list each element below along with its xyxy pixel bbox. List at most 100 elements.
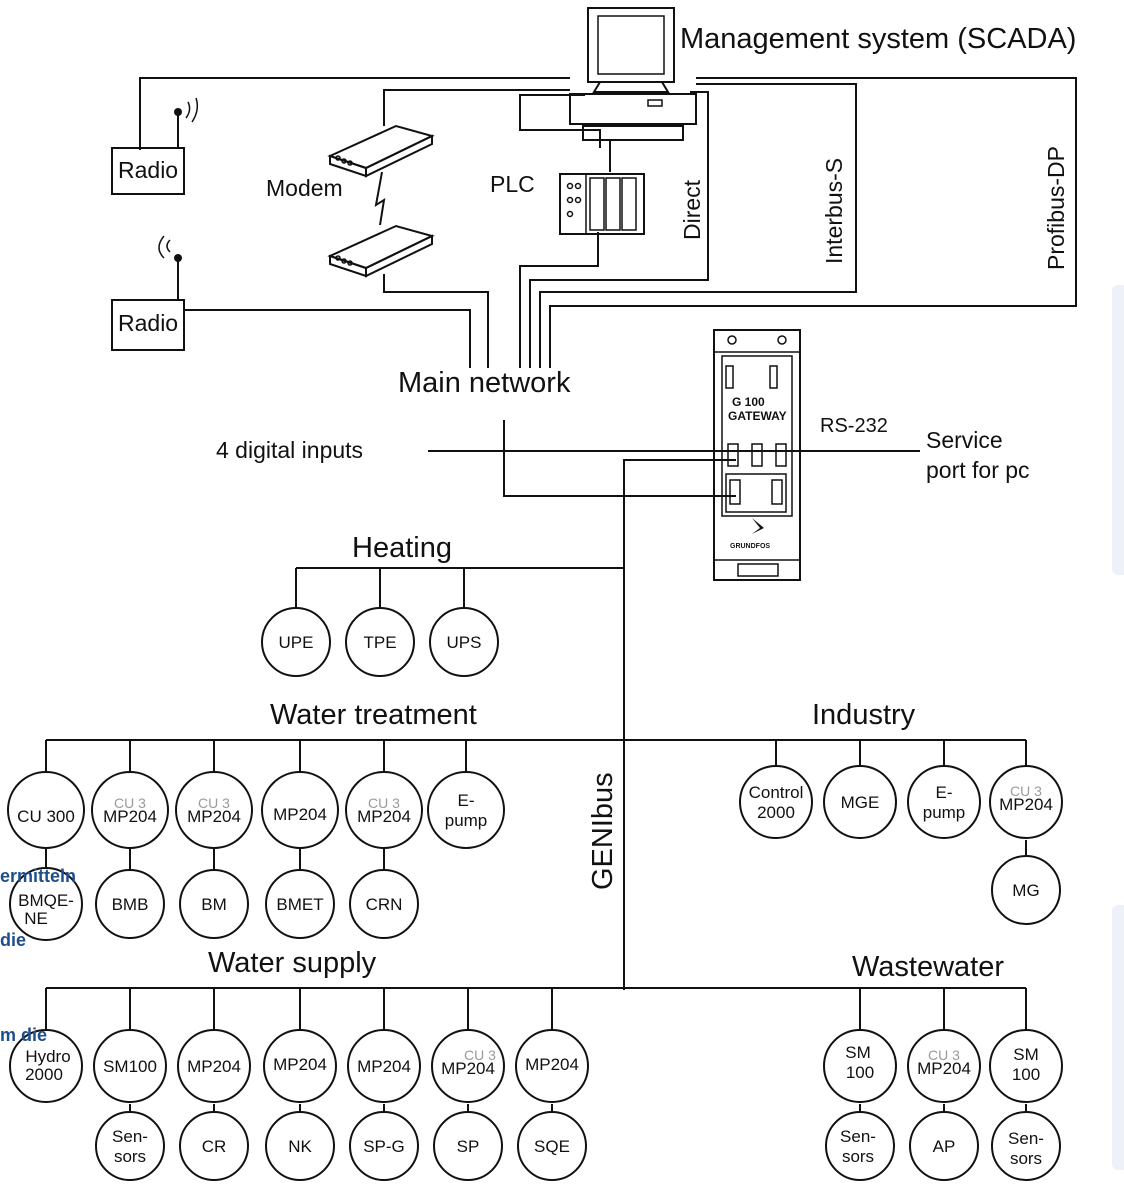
node-ww-sensors1-label2: sors [842,1147,874,1166]
node-wt-mp204-1 [91,771,169,849]
node-wt-mp204-2-label: MP204 [187,807,241,826]
node-bm-label: BM [201,895,227,914]
node-ww-sensors-2 [991,1111,1061,1181]
node-ww-sensors2-label2: sors [1010,1149,1042,1168]
direct-label: Direct [679,179,705,240]
node-ind-mp204 [989,765,1063,839]
node-ups-label: UPS [447,633,482,652]
ghost-label: CU 3 [928,1047,960,1063]
node-ws-mp204-4-label: MP204 [441,1059,495,1078]
node-sm100 [93,1029,167,1103]
node-cr [179,1111,249,1181]
node-sqe-label: SQE [534,1137,570,1156]
node-ww-sm1-label2: 100 [846,1063,874,1082]
node-ws-mp204-2 [263,1029,337,1103]
node-wt-mp204-3 [261,771,339,849]
modem-bottom-icon [327,224,435,278]
ghost-label: CU 3 [464,1047,496,1063]
node-sqe [517,1111,587,1181]
overlay-fragment-3: m die [0,1025,48,1045]
node-upe [261,607,331,677]
overlay-fragment-1: ermitteln [0,866,77,886]
node-ww-sm1-label1: SM [845,1043,871,1062]
node-hydro-label2: 2000 [25,1065,63,1084]
node-nk-label: NK [288,1137,312,1156]
node-bmb-label: BMB [112,895,149,914]
radio-wave-icon [185,97,199,123]
node-ind-epump-label2: pump [923,803,966,822]
service-port-line1: Service [926,427,1003,453]
node-cu300-label: CU 300 [17,807,75,826]
group-water-supply: Water supply [208,947,377,979]
ghost-label: CU 3 [114,795,146,811]
node-bmqe-label2: NE [24,909,48,928]
group-wastewater: Wastewater [852,951,1004,983]
modem-label: Modem [266,175,343,201]
node-sp [433,1111,503,1181]
digital-inputs-label: 4 digital inputs [216,437,363,463]
node-ww-sensors2-label1: Sen- [1008,1129,1044,1148]
plc-label: PLC [490,171,535,197]
node-ww-mp204 [907,1029,981,1103]
node-sp-g [349,1111,419,1181]
node-ws-mp204-1 [177,1029,251,1103]
gateway-brand: GRUNDFOS [730,543,770,550]
node-ww-sm100-2 [989,1029,1063,1103]
group-water-treatment: Water treatment [270,699,477,731]
node-bm [179,869,249,939]
rs232-label: RS-232 [820,415,888,437]
node-bmqe-ne [9,867,83,941]
node-ind-epump [907,765,981,839]
node-nk [265,1111,335,1181]
node-wt-mp204-4-label: MP204 [357,807,411,826]
node-ws-mp204-2-label: MP204 [273,1055,327,1074]
bus-trees [45,567,1027,1112]
node-tpe-label: TPE [363,633,396,652]
radio-bottom [111,235,185,351]
ghost-label: CU 3 [198,795,230,811]
node-mg-label: MG [1012,881,1039,900]
node-ws-mp204-4 [431,1029,505,1103]
node-control-2000 [739,765,813,839]
node-ws-mp204-5 [515,1029,589,1103]
node-ws-sensors-label2: sors [114,1147,146,1166]
scada-title: Management system (SCADA) [680,23,1076,55]
service-port-line2: port for pc [926,457,1030,483]
node-ws-mp204-1-label: MP204 [187,1057,241,1076]
node-ws-mp204-5-label: MP204 [525,1055,579,1074]
node-control-label1: Control [749,783,804,802]
node-wt-mp204-3-label: MP204 [273,805,327,824]
genibus-label: GENIbus [587,772,619,890]
node-tpe [345,607,415,677]
node-sp-label: SP [457,1137,480,1156]
radio-wave-icon [158,235,171,259]
radio-top-label: Radio [118,157,178,183]
main-network-label: Main network [398,367,571,399]
node-wt-epump-label2: pump [445,811,488,830]
node-ind-mp204-label: MP204 [999,795,1053,814]
node-ws-mp204-3 [347,1029,421,1103]
modem-top-icon [327,124,435,178]
node-cu300 [7,771,85,849]
node-wt-epump-label1: E- [458,791,475,810]
node-wt-mp204-1-label: MP204 [103,807,157,826]
node-ups [429,607,499,677]
node-wt-mp204-2 [175,771,253,849]
gateway-label-line1: G 100 [732,395,765,409]
node-ws-mp204-3-label: MP204 [357,1057,411,1076]
profibus-label: Profibus-DP [1043,146,1069,270]
gateway-device [713,329,801,581]
node-control-label2: 2000 [757,803,795,822]
node-mge [823,765,897,839]
node-mge-label: MGE [841,793,880,812]
node-hydro-2000 [9,1029,83,1103]
radio-bottom-label: Radio [118,310,178,336]
node-bmet-label: BMET [276,895,323,914]
node-hydro-label1: Hydro [25,1047,70,1066]
ghost-label: CU 3 [368,795,400,811]
node-ww-sm2-label2: 100 [1012,1065,1040,1084]
gateway-wiring [428,420,920,990]
node-ws-sensors [95,1111,165,1181]
node-wt-mp204-4 [345,771,423,849]
